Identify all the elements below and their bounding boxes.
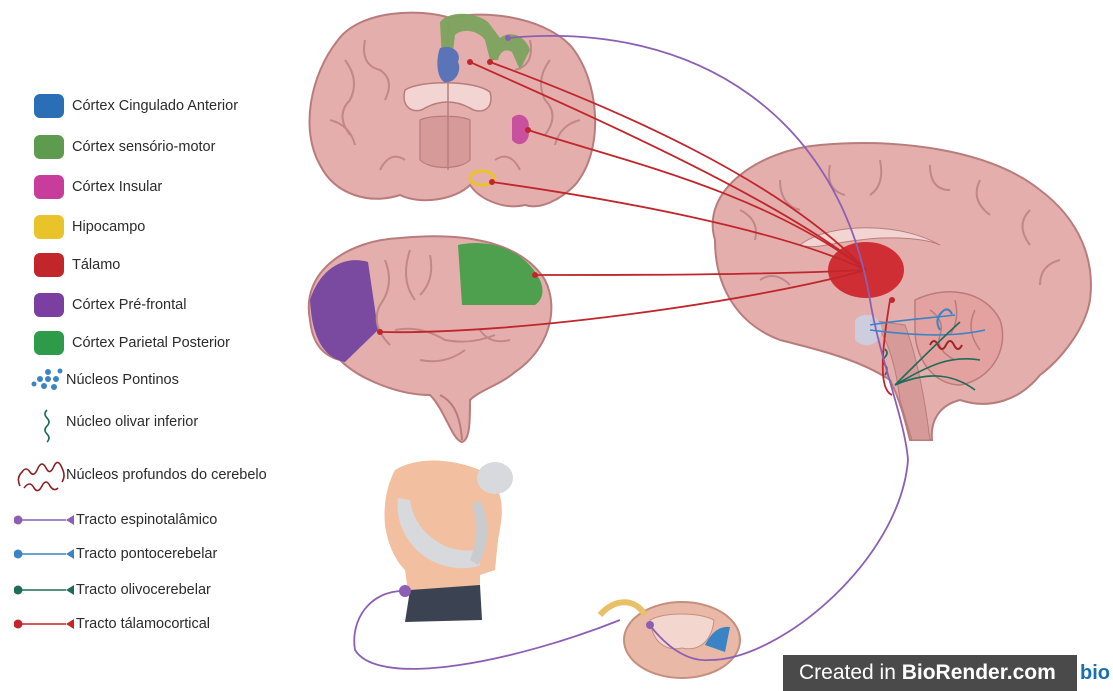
legend-item-deep-nuclei: Núcleos profundos do cerebelo [14,461,267,489]
sensorimotor-swatch [34,135,64,159]
biorender-logo-icon: bio [1077,655,1113,691]
spinal-cord-section [600,602,740,678]
pontocerebellar-tract-icon [14,547,76,561]
legend-label: Hipocampo [72,219,145,235]
deep-cerebellar-nuclei-icon [14,461,66,489]
coronal-brain-section [310,13,596,207]
legend-item-prefrontal: Córtex Pré-frontal [14,291,186,319]
legend-item-sensorimotor: Córtex sensório-motor [14,133,215,161]
insular-swatch [34,175,64,199]
legend-item-pontine: Núcleos Pontinos [14,366,179,394]
legend-item-thalamocortical: Tracto tálamocortical [14,610,210,638]
legend-label: Núcleos profundos do cerebelo [66,467,267,483]
parietal-swatch [34,331,64,355]
legend-label: Núcleos Pontinos [66,372,179,388]
thalamocortical-tract-icon [14,617,76,631]
legend-label: Tracto tálamocortical [76,616,210,632]
legend-label: Tálamo [72,257,120,273]
legend-item-thalamus: Tálamo [14,251,120,279]
legend-item-spinothalamic: Tracto espinotalâmico [14,506,217,534]
legend-item-parietal: Córtex Parietal Posterior [14,329,230,357]
legend-item-cingulate: Córtex Cingulado Anterior [14,92,238,120]
legend-item-insular: Córtex Insular [14,173,162,201]
legend-label: Córtex sensório-motor [72,139,215,155]
hippocampus-swatch [34,215,64,239]
patient-figure [384,461,513,622]
legend-label: Tracto pontocerebelar [76,546,217,562]
legend-label: Córtex Cingulado Anterior [72,98,238,114]
spinothalamic-tract-icon [14,513,76,527]
legend-item-olivocerebellar: Tracto olivocerebelar [14,576,211,604]
cingulate-swatch [34,94,64,118]
watermark-text: Created in BioRender.com [783,661,1056,685]
pontine-nuclei-icon [14,366,66,394]
legend-label: Tracto olivocerebelar [76,582,211,598]
legend-label: Córtex Insular [72,179,162,195]
inferior-olive-icon [14,408,66,436]
legend-item-hippocampus: Hipocampo [14,213,145,241]
watermark-prefix: Created in [799,661,902,684]
lateral-brain [309,236,552,442]
prefrontal-swatch [34,293,64,317]
legend-label: Núcleo olivar inferior [66,414,198,430]
legend-label: Tracto espinotalâmico [76,512,217,528]
legend-label: Córtex Parietal Posterior [72,335,230,351]
watermark-brand: BioRender.com [902,661,1056,684]
thalamus-swatch [34,253,64,277]
olivocerebellar-tract-icon [14,583,76,597]
biorender-watermark[interactable]: Created in BioRender.com bio [783,655,1113,691]
legend-item-olive: Núcleo olivar inferior [14,408,198,436]
legend-label: Córtex Pré-frontal [72,297,186,313]
legend-item-pontocerebellar: Tracto pontocerebelar [14,540,217,568]
